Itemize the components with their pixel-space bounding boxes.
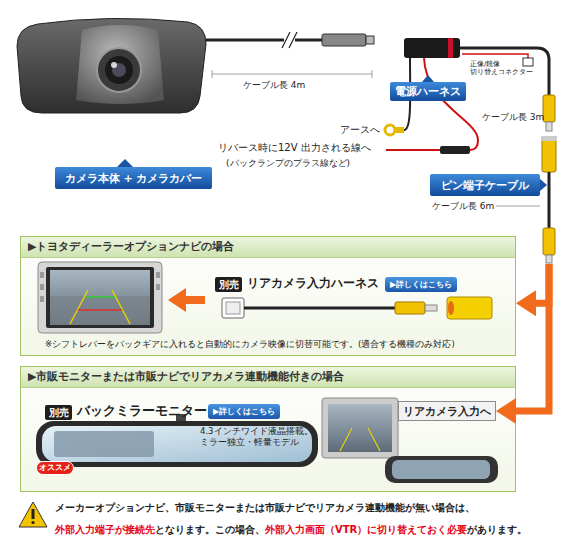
tag-pointer — [117, 159, 133, 167]
connector-arrow — [516, 185, 549, 316]
panel-heading: ▶トヨタディーラーオプションナビの場合 — [21, 237, 515, 258]
box-text: ▶詳しくはこちら — [390, 281, 452, 289]
tag-pointer — [422, 75, 434, 82]
sold-separately-badge: 別売 — [45, 405, 72, 420]
pin-cable — [460, 48, 558, 264]
camera-body — [76, 25, 164, 104]
pin-cable — [542, 138, 556, 172]
arrow-head — [496, 398, 516, 424]
wire-target: リバース時に12V 出力される線へ — [218, 142, 371, 154]
wire-note: (バックランプのプラス線など) — [226, 158, 350, 169]
arrow-head — [516, 290, 536, 316]
box-text: 電源ハーネス — [395, 86, 461, 97]
connector-arrow — [496, 185, 549, 424]
case-panel: ▶トヨタディーラーオプションナビの場合別売 ▶詳しくはこちら — [20, 236, 516, 356]
connector-line — [516, 185, 549, 411]
camera-cable — [366, 36, 374, 44]
connector-line — [536, 185, 549, 303]
details-button: ▶詳しくはこちら — [385, 277, 457, 292]
sold-separately-badge: 別売 — [215, 277, 242, 292]
panel-heading: ▶市販モニターまたは市販ナビでリアカメラ連動機能付きの場合 — [21, 367, 515, 388]
pin-cable — [541, 176, 558, 264]
pin-cable — [543, 228, 555, 255]
part-tag: 電源ハーネス — [390, 82, 466, 101]
cable-length: ケーブル長 6m — [432, 201, 494, 212]
box-text: オススメ — [39, 464, 71, 472]
box-text: ▶詳しくはこちら — [213, 408, 275, 416]
box-text: ピン端子ケーブル — [441, 180, 529, 191]
cable-length: ケーブル長 4m — [243, 80, 305, 91]
power-harness — [396, 127, 404, 133]
power-harness — [385, 38, 533, 154]
camera-cable — [295, 39, 322, 42]
part-tag: カメラ本体 + カメラカバー — [55, 167, 212, 189]
warning-icon — [19, 502, 47, 527]
camera-body — [112, 63, 126, 77]
pin-cable — [541, 136, 557, 141]
box-text: 別売 — [49, 408, 69, 418]
camera-body — [111, 62, 117, 68]
product-feature: 4.3インチワイド液晶搭載。 ミラー独立・軽量モデル — [200, 426, 325, 449]
warning-icon — [19, 502, 47, 527]
part-tag: ピン端子ケーブル — [430, 174, 540, 196]
wire-target: アースへ — [340, 124, 380, 136]
pin-cable — [546, 255, 552, 263]
input-box: リアカメラ入力へ — [398, 401, 496, 421]
pin-cable — [460, 48, 549, 95]
cable-length: ケーブル長 3m — [482, 112, 544, 123]
box-text: リアカメラ入力へ — [403, 406, 491, 417]
power-harness — [424, 58, 478, 150]
warning-emphasis: 外部入力画面（VTR）に切り替えておく必要 — [265, 524, 467, 535]
camera-body — [105, 56, 133, 84]
product-name: バックミラーモニター — [77, 403, 207, 418]
camera-cable — [206, 39, 284, 42]
power-harness — [404, 38, 460, 58]
pin-cable — [546, 122, 552, 131]
pin-cable — [543, 95, 555, 122]
camera-cable — [206, 32, 374, 78]
footnote: ※シフトレバーをバックギアに入れると自動的にカメラ映像に切替可能です。(適合する… — [45, 339, 455, 349]
warning-text: があります。 — [467, 524, 527, 535]
recommend-badge: オススメ — [36, 461, 74, 475]
camera-body — [17, 18, 206, 113]
pin-cable — [496, 206, 540, 207]
warning-icon — [32, 509, 35, 519]
camera-cable — [282, 32, 297, 48]
box-text: カメラ本体 + カメラカバー — [65, 173, 203, 184]
pin-cable — [548, 172, 551, 228]
power-harness — [448, 38, 453, 58]
details-button: ▶詳しくはこちら — [208, 404, 280, 419]
camera-body — [97, 48, 141, 92]
product-name: リアカメラ入力ハーネス — [247, 276, 379, 290]
power-harness — [523, 58, 533, 66]
warning-icon — [31, 521, 34, 524]
connector-note: 正像/鏡像 切り替えコネクター — [470, 60, 520, 76]
power-harness — [386, 149, 440, 151]
warning-emphasis: 外部入力端子が接続先 — [55, 524, 155, 535]
warning-line: 外部入力端子が接続先となります。この場合、外部入力画面（VTR）に切り替えておく… — [55, 518, 527, 537]
camera-body — [17, 18, 206, 113]
camera-cable — [212, 70, 372, 78]
power-harness — [385, 125, 395, 135]
warning-text: メーカーオプションナビ、市販モニターまたは市販ナビでリアカメラ連動機能が無い場合… — [55, 502, 475, 514]
warning-text: となります。この場合、 — [155, 524, 265, 535]
box-text: 別売 — [219, 280, 239, 290]
tag-pointer — [540, 179, 547, 191]
power-harness — [462, 54, 528, 58]
power-harness — [440, 146, 470, 154]
camera-cable — [322, 34, 366, 46]
